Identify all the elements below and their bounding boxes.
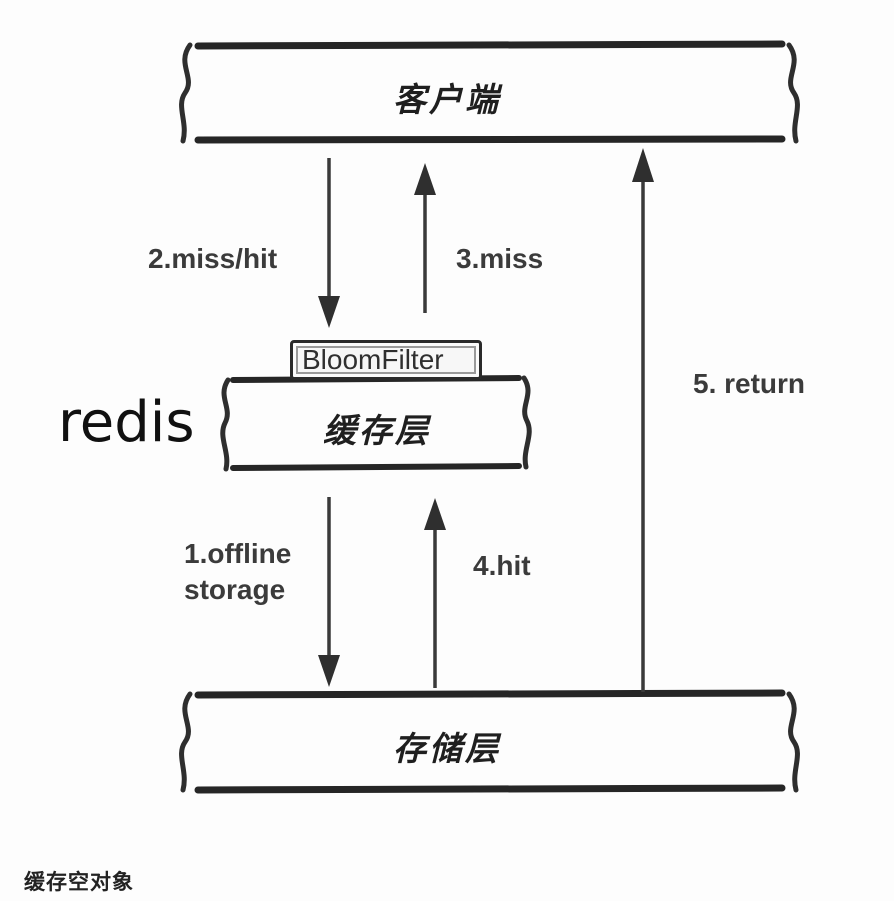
redis-label: redis xyxy=(58,390,195,455)
node-cache-label: 缓存层 xyxy=(323,411,431,450)
flow-5-arrow xyxy=(632,148,654,692)
flow-5-label: 5. return xyxy=(693,368,806,399)
page-caption: 缓存空对象 xyxy=(24,870,134,894)
flow-4-arrow xyxy=(424,498,446,688)
flow-1-label-line1: 1.offline xyxy=(184,538,292,569)
node-storage-label: 存储层 xyxy=(393,729,501,768)
bloomfilter-badge: BloomFilter xyxy=(290,340,482,380)
node-client-shape xyxy=(179,40,800,144)
flow-3-arrow xyxy=(414,163,436,313)
bloomfilter-badge-inner: BloomFilter xyxy=(296,344,476,375)
node-storage-shape xyxy=(179,689,800,794)
flow-3-label: 3.miss xyxy=(456,243,544,274)
node-client-label: 客户端 xyxy=(393,80,501,119)
flow-2-label: 2.miss/hit xyxy=(148,243,278,274)
flow-1-label-line2: storage xyxy=(184,574,286,605)
flow-1-arrow xyxy=(318,497,340,687)
flow-2-arrow xyxy=(318,158,340,328)
bloomfilter-label: BloomFilter xyxy=(302,344,444,375)
flow-4-label: 4.hit xyxy=(473,550,531,581)
